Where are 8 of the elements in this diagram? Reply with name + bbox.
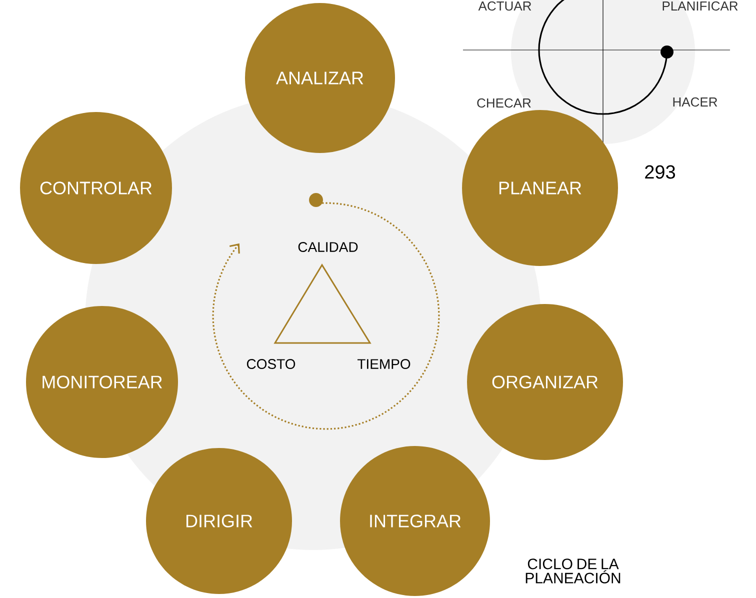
- axis-label: PLANIFICAR: [662, 1, 738, 11]
- page-number: 293: [645, 165, 675, 179]
- triangle-label: TIEMPO: [357, 359, 410, 369]
- caption: CICLO DE LA PLANEACIÓN: [526, 558, 620, 584]
- triangle-label: CALIDAD: [298, 242, 358, 252]
- triangle-label: COSTO: [246, 359, 296, 369]
- axis-label: ACTUAR: [478, 1, 532, 11]
- axis-label: HACER: [673, 97, 718, 107]
